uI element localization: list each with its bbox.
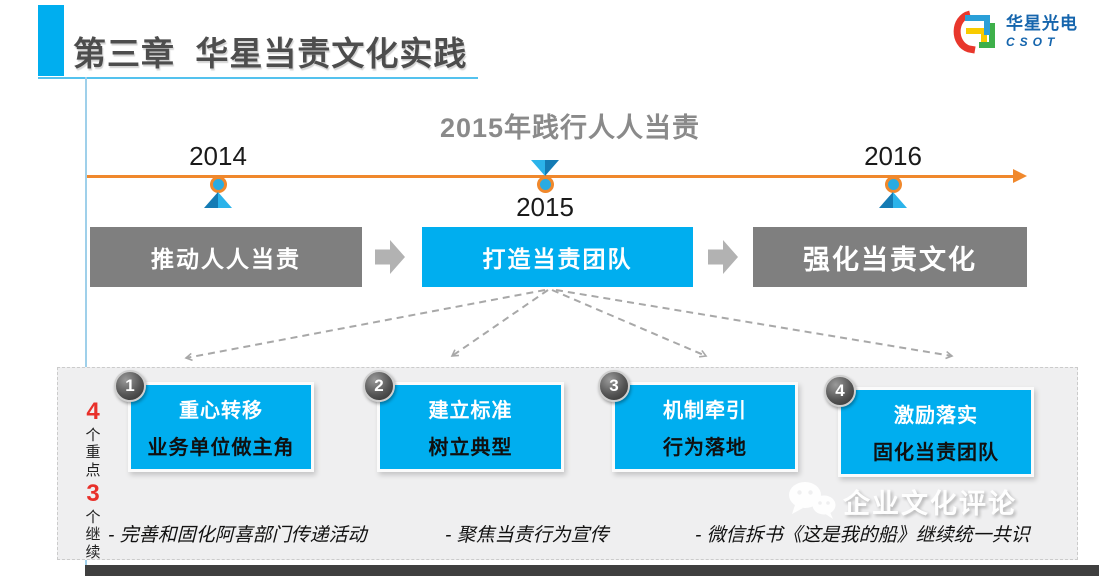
point-badge-3: 3 [598,370,630,402]
logo-text: 华星光电 CSOT [1006,14,1078,49]
continue-item-1: - 完善和固化阿喜部门传递活动 [108,525,367,546]
wechat-icon [789,482,836,519]
logo-sub: CSOT [1006,34,1060,49]
timeline-dot-2016-icon [885,176,902,193]
year-label-2016: 2016 [864,141,922,171]
flow-arrow-icon [708,240,738,274]
timeline-dot-2014-icon [210,176,227,193]
watermark-text: 企业文化评论 [843,488,1017,519]
flow-arrow-icon [375,240,405,274]
logo-name: 华星光电 [1006,14,1078,34]
point-subtitle: 树立典型 [428,437,513,459]
timeline-triangle-2014-icon [204,192,232,208]
csot-logo-icon [953,10,995,54]
point-card-3: 机制牵引 行为落地 [612,382,798,472]
point-card-1: 重心转移 业务单位做主角 [128,382,314,472]
point-badge-2: 2 [363,370,395,402]
stage-box-3: 强化当责文化 [753,227,1027,287]
left-accent-line [85,77,87,565]
csot-logo: 华星光电 CSOT [950,8,1078,56]
focus-panel: 4 个重点 3 个继续 1 重心转移 业务单位做主角 2 建立标准 树立典型 3… [57,367,1078,561]
group-label-4-points: 4 个重点 [78,400,108,479]
continue-item-3: - 微信拆书《这是我的船》继续统一共识 [695,525,1030,546]
point-title: 重心转移 [179,400,263,422]
continue-item-2: - 聚焦当责行为宣传 [445,525,609,546]
header-accent-block [38,5,64,76]
point-subtitle: 行为落地 [663,437,747,459]
watermark: 企业文化评论 [786,479,1017,523]
point-badge-1: 1 [114,370,146,402]
year-label-2015: 2015 [516,192,574,222]
group-text: 个继续 [85,509,101,561]
timeline-triangle-2016-icon [879,192,907,208]
group-count: 3 [86,480,100,507]
point-card-4: 激励落实 固化当责团队 [838,387,1034,477]
point-subtitle: 固化当责团队 [873,442,999,464]
page-title: 第三章 华星当责文化实践 [73,35,468,72]
timeline-dot-2015-icon [537,176,554,193]
stage-box-1: 推动人人当责 [90,227,362,287]
point-badge-4: 4 [824,375,856,407]
point-card-2: 建立标准 树立典型 [377,382,564,472]
point-subtitle: 业务单位做主角 [147,437,295,459]
group-count: 4 [86,398,100,425]
group-text: 个重点 [85,427,101,479]
bottom-bar [85,565,1099,576]
stage-box-2: 打造当责团队 [422,227,693,287]
title-underline [38,77,478,79]
timeline-title: 2015年践行人人当责 [439,113,701,143]
timeline-triangle-2015-icon [531,160,559,176]
point-title: 建立标准 [428,400,513,422]
point-title: 机制牵引 [663,400,747,422]
point-title: 激励落实 [894,405,978,427]
group-label-3-continues: 3 个继续 [78,482,108,561]
year-label-2014: 2014 [189,141,247,171]
